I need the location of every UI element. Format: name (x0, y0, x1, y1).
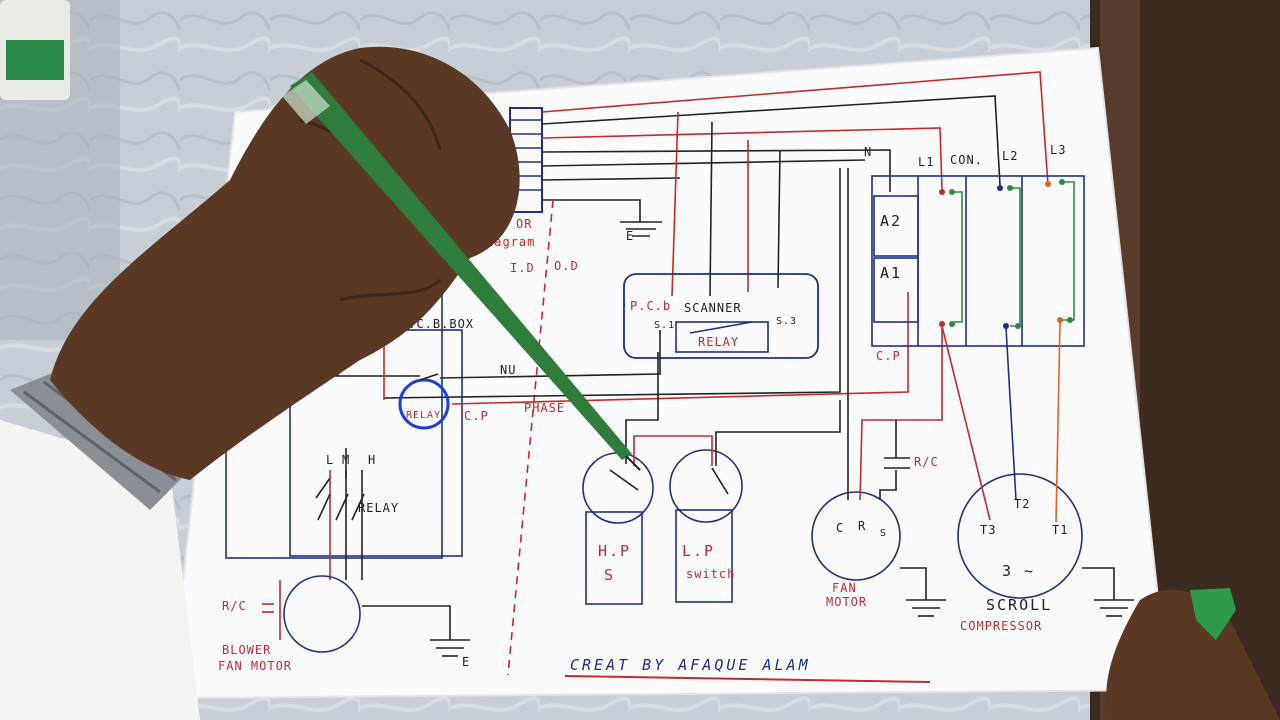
label-hp-line1: H.P (598, 542, 631, 560)
label-or-frag: OR (516, 217, 532, 231)
pen (290, 72, 632, 460)
label-con: CON. (950, 153, 983, 167)
label-scanner: SCANNER (684, 301, 742, 315)
lp-switch-circle (669, 449, 743, 523)
label-fan-rc: R/C (914, 455, 939, 469)
green-object (1190, 588, 1236, 640)
label-t3: T3 (980, 523, 996, 537)
label-cp-left: C.P (464, 409, 489, 423)
credit-text: CREAT BY AFAQUE ALAM (570, 656, 811, 674)
label-cp-right: C.P (876, 349, 901, 363)
label-fan-line1: FAN (832, 581, 857, 595)
label-scroll-line2: COMPRESSOR (960, 619, 1042, 633)
right-hand (1106, 589, 1280, 720)
label-ground-bottom: E (462, 655, 470, 669)
scanner-relay-box (675, 321, 769, 353)
label-con-l1: L1 (918, 155, 934, 169)
fan-motor-circle (811, 491, 901, 581)
label-t2: T2 (1014, 497, 1030, 511)
label-a1: A1 (880, 264, 902, 282)
blower-motor-circle (283, 575, 361, 653)
contactor-frame (871, 175, 1085, 347)
label-pcb: P.C.b (630, 299, 671, 313)
pcb-relay-circle (398, 378, 450, 430)
label-lp-line1: L.P (682, 542, 715, 560)
label-t1: T1 (1052, 523, 1068, 537)
compressor-circle (957, 473, 1083, 599)
label-pcb-relay: RELAY (406, 410, 441, 421)
label-id: I.D (510, 261, 535, 275)
label-con-n: N (864, 145, 872, 159)
label-s1: S.1 (654, 320, 675, 331)
label-ground-top: E (626, 229, 634, 243)
label-od: O.D (554, 259, 579, 273)
label-three-phase: 3 ~ (1002, 562, 1035, 580)
label-a2: A2 (880, 212, 902, 230)
label-blower-rc: R/C (222, 599, 247, 613)
label-relay-m: M (342, 453, 350, 467)
foreground-hand (0, 46, 1280, 720)
label-blower-line2: FAN MOTOR (218, 659, 292, 673)
label-relay-h: H (368, 453, 376, 467)
hp-switch-body (585, 511, 643, 605)
hand (50, 46, 520, 480)
wristwatch (10, 370, 190, 510)
lp-switch-body (675, 509, 733, 603)
label-hp-line2: S (604, 566, 615, 584)
label-fan-s: S (880, 528, 887, 539)
paste-tube-label (6, 40, 64, 80)
label-lp-line2: switch (686, 567, 735, 581)
label-phase: PHASE (524, 401, 565, 415)
label-s3: S.3 (776, 316, 797, 327)
label-neutral: NU (500, 363, 516, 377)
label-fan-c: C (836, 521, 844, 535)
label-relay-side: RELAY (358, 501, 399, 515)
label-con-l3: L3 (1050, 143, 1066, 157)
label-scanner-relay: RELAY (698, 335, 739, 349)
label-fan-line2: MOTOR (826, 595, 867, 609)
label-relay-l: L (326, 453, 334, 467)
label-fan-r: R (858, 519, 866, 533)
label-blower-line1: BLOWER (222, 643, 271, 657)
label-con-l2: L2 (1002, 149, 1018, 163)
label-scroll-line1: SCROLL (986, 596, 1052, 614)
scanner-box (623, 273, 819, 359)
